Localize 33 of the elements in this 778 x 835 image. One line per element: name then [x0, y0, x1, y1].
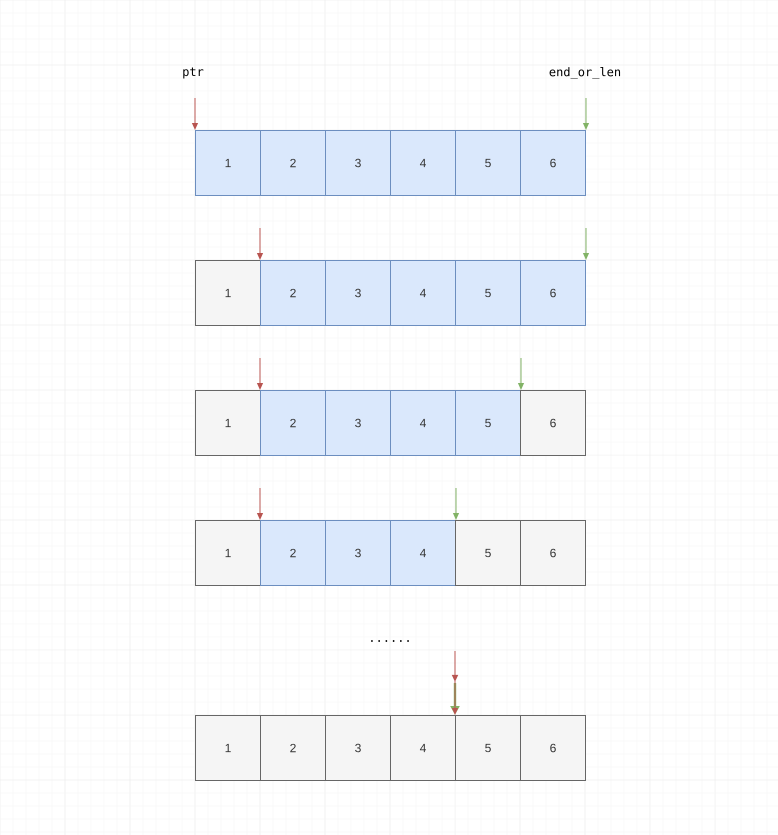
array-cell: 1	[195, 390, 261, 456]
array-cell: 2	[260, 520, 326, 586]
array-cell: 3	[325, 260, 391, 326]
array-cell: 1	[195, 520, 261, 586]
array-cell: 4	[390, 390, 456, 456]
array-cell: 3	[325, 130, 391, 196]
mono-label: ptr	[183, 68, 204, 78]
array-cell: 5	[455, 130, 521, 196]
array-cell: 3	[325, 715, 391, 781]
array-cell: 3	[325, 390, 391, 456]
mono-label: end_or_len	[550, 67, 620, 79]
array-cell: 6	[520, 390, 586, 456]
ellipsis: ......	[371, 640, 409, 642]
array-cell: 2	[260, 715, 326, 781]
array-cell: 6	[520, 715, 586, 781]
array-cell: 1	[195, 260, 261, 326]
array-cell: 3	[325, 520, 391, 586]
array-cell: 2	[260, 390, 326, 456]
array-cell: 4	[390, 130, 456, 196]
array-cell: 6	[520, 520, 586, 586]
array-cell: 6	[520, 130, 586, 196]
array-cell: 1	[195, 715, 261, 781]
array-cell: 5	[455, 520, 521, 586]
array-cell: 4	[390, 520, 456, 586]
array-cell: 6	[520, 260, 586, 326]
array-cell: 5	[455, 260, 521, 326]
array-cell: 5	[455, 715, 521, 781]
array-cell: 2	[260, 130, 326, 196]
array-cell: 4	[390, 260, 456, 326]
array-cell: 2	[260, 260, 326, 326]
array-cell: 1	[195, 130, 261, 196]
array-cell: 5	[455, 390, 521, 456]
array-cell: 4	[390, 715, 456, 781]
